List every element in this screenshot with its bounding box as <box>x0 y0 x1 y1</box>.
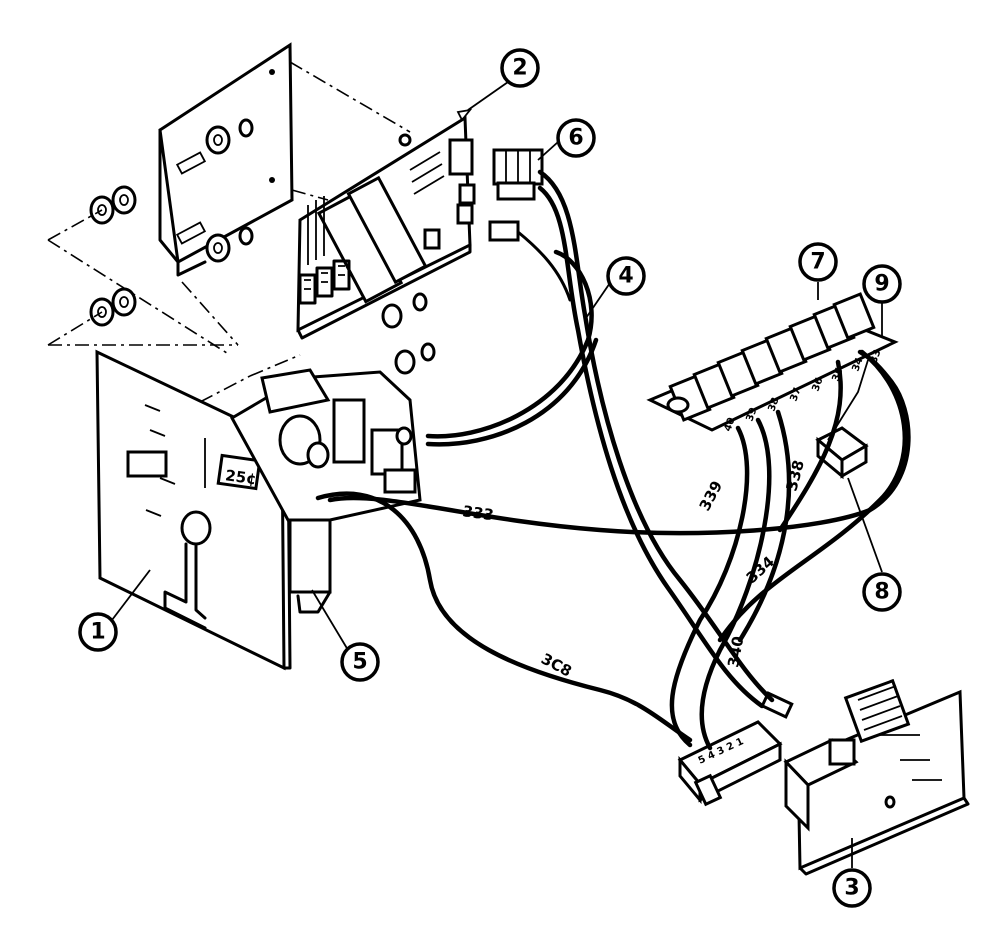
callout-2-text: 2 <box>512 56 527 81</box>
callout-6-text: 6 <box>568 126 583 151</box>
control-board <box>296 115 476 340</box>
wire-label-340: 340 <box>724 635 747 669</box>
wire-label-333: 333 <box>461 502 495 524</box>
callout-leaders <box>111 81 883 868</box>
callout-7-text: 7 <box>810 250 825 275</box>
terminal-label-1: 39 <box>744 406 759 423</box>
coin-mechanism <box>229 368 422 614</box>
callout-2: 2 <box>500 48 540 88</box>
terminal-label-0: 40 <box>722 416 737 433</box>
callout-9-text: 9 <box>874 272 889 297</box>
wire-harness <box>315 169 911 751</box>
terminal-label-4: 36 <box>810 376 825 393</box>
callout-4-text: 4 <box>618 264 633 289</box>
callout-7: 7 <box>798 242 838 282</box>
callout-9: 9 <box>862 264 902 304</box>
washers-and-nuts <box>89 118 436 375</box>
callout-6: 6 <box>556 118 596 158</box>
callout-1-text: 1 <box>90 620 105 645</box>
wire-label-339: 339 <box>696 478 727 514</box>
alignment-lines <box>47 61 411 403</box>
power-board <box>783 678 970 876</box>
callout-5-text: 5 <box>352 650 367 675</box>
terminal-strip: 40 39 38 37 36 35 34 33 <box>646 292 899 433</box>
callout-8: 8 <box>862 572 902 612</box>
callout-5: 5 <box>340 642 380 682</box>
terminal-label-6: 34 <box>850 356 865 373</box>
terminal-label-2: 38 <box>766 396 781 413</box>
component-block-8 <box>815 359 869 480</box>
callout-3-text: 3 <box>844 876 859 901</box>
plug-connector-6 <box>488 148 544 242</box>
harness-connector: 5 4 3 2 1 <box>677 691 794 807</box>
terminal-label-3: 37 <box>788 386 803 403</box>
callout-4: 4 <box>606 256 646 296</box>
terminal-blocks <box>668 292 876 422</box>
coin-door-panel: 25¢ <box>95 349 292 671</box>
mounting-bracket <box>158 42 294 277</box>
callout-8-text: 8 <box>874 580 889 605</box>
price-display-text: 25¢ <box>224 466 258 488</box>
callout-3: 3 <box>832 868 872 908</box>
callout-1: 1 <box>78 612 118 652</box>
